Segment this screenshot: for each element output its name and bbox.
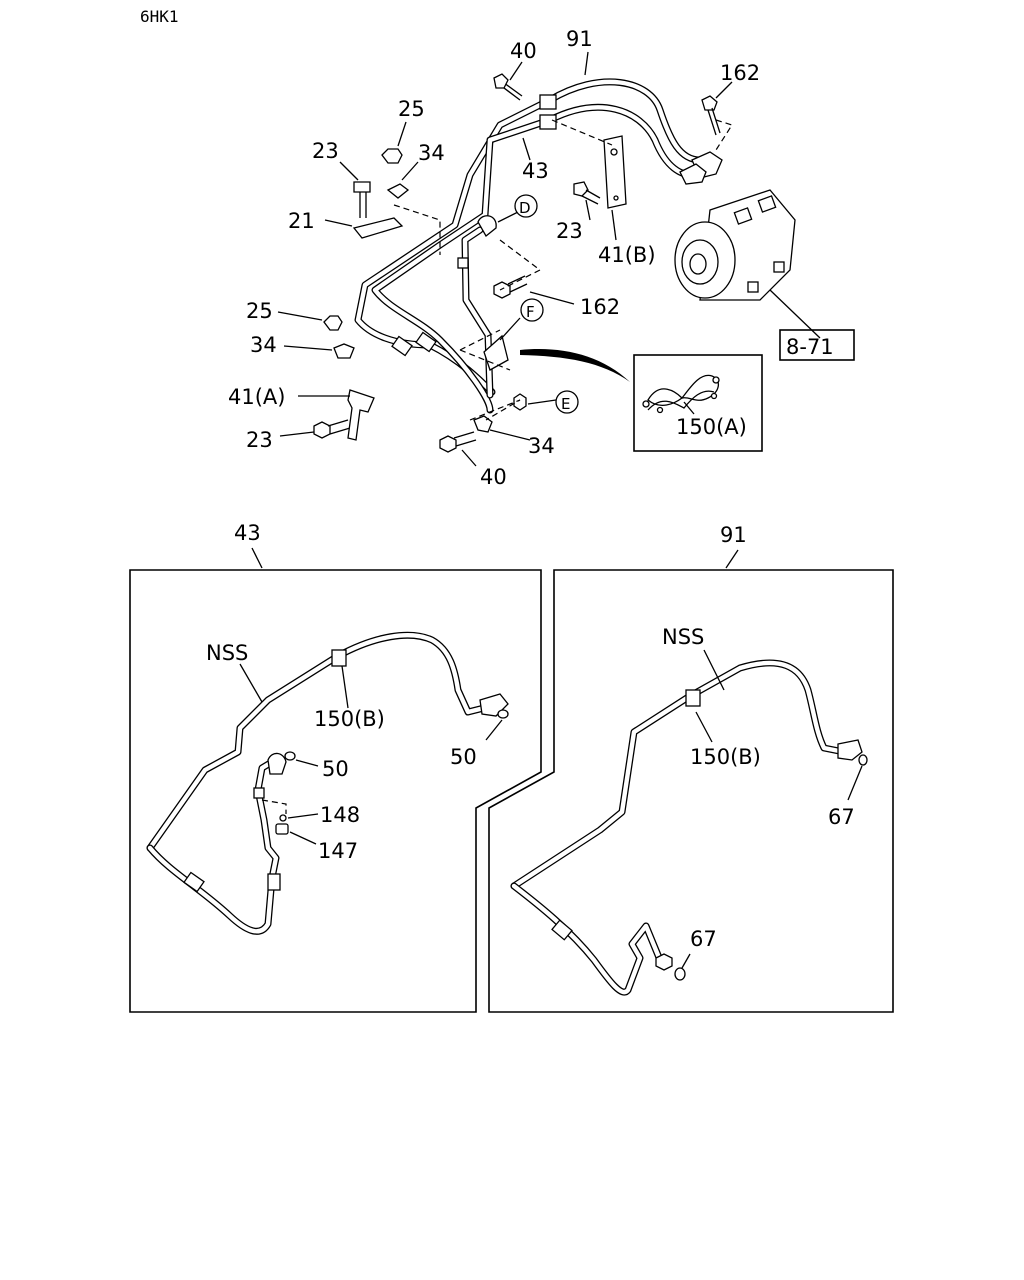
hose-joint xyxy=(457,257,469,269)
callout-162-top: 162 xyxy=(720,61,760,85)
label-50-left: 50 xyxy=(322,757,349,781)
nut-25-lower xyxy=(323,315,343,331)
bolt-162-top xyxy=(701,95,721,136)
callout-41a: 41(A) xyxy=(228,385,285,409)
callout-25-lower: 25 xyxy=(246,299,273,323)
inset-label: 150(A) xyxy=(676,415,747,439)
bolt-23-lower xyxy=(313,419,351,439)
circle-f xyxy=(520,298,544,322)
nut-25-top xyxy=(381,148,403,164)
o-ring-50-left xyxy=(284,751,296,761)
callout-25-top: 25 xyxy=(398,97,425,121)
bolt-23-left xyxy=(353,181,371,218)
callout-23-left: 23 xyxy=(312,139,339,163)
hose-bundle xyxy=(354,78,704,414)
bolt-40-lower xyxy=(439,431,477,453)
inset-pointer-arrow xyxy=(520,349,630,382)
clip-34-left xyxy=(333,343,355,359)
label-67-upper: 67 xyxy=(828,805,855,829)
ref-box-label: 8-71 xyxy=(786,335,834,359)
label-nss-91: NSS xyxy=(662,625,704,649)
clip-34-lower xyxy=(473,415,493,433)
fitting-upper-91 xyxy=(837,739,863,761)
callout-34-left: 34 xyxy=(250,333,277,357)
circle-e xyxy=(555,390,579,414)
label-50-right: 50 xyxy=(450,745,477,769)
clip-34-top xyxy=(386,183,410,199)
panel-91-title: 91 xyxy=(720,523,747,547)
overview-assembly: 40 91 162 25 34 23 43 21 D 23 41(B) 162 … xyxy=(228,27,855,489)
callout-162-mid: 162 xyxy=(580,295,620,319)
panel-43: 43 NSS 150(B) 50 50 148 147 xyxy=(129,521,542,1013)
ref-box xyxy=(779,329,855,361)
inset-box xyxy=(633,354,763,452)
fitting-lower-91 xyxy=(655,953,673,971)
label-150b-91: 150(B) xyxy=(690,745,761,769)
callout-21: 21 xyxy=(288,209,315,233)
label-67-lower: 67 xyxy=(690,927,717,951)
panel-43-title: 43 xyxy=(234,521,261,545)
panel-91: 91 NSS 150(B) 67 67 xyxy=(488,523,894,1013)
callout-40-top: 40 xyxy=(510,39,537,63)
label-e: E xyxy=(561,395,570,413)
clamp-upper xyxy=(539,94,557,110)
clamp-150b-43 xyxy=(331,649,347,667)
callout-43: 43 xyxy=(522,159,549,183)
callout-40-lower: 40 xyxy=(480,465,507,489)
hose-fitting-d xyxy=(477,215,497,237)
callout-41b: 41(B) xyxy=(598,243,656,267)
cap-147 xyxy=(275,823,289,835)
callout-34-top: 34 xyxy=(418,141,445,165)
ac-compressor xyxy=(674,151,796,301)
callout-34-lower: 34 xyxy=(528,434,555,458)
label-147: 147 xyxy=(318,839,358,863)
callout-23-lower: 23 xyxy=(246,428,273,452)
o-ring-148 xyxy=(279,814,287,822)
nut-e xyxy=(513,393,527,411)
label-nss-43: NSS xyxy=(206,641,248,665)
clamp-lower xyxy=(539,114,557,130)
bracket-41b xyxy=(603,135,627,209)
fitting-lower-43 xyxy=(267,752,287,775)
label-148: 148 xyxy=(320,803,360,827)
callout-23-mid: 23 xyxy=(556,219,583,243)
callout-91: 91 xyxy=(566,27,593,51)
panel-43-frame xyxy=(129,569,542,1013)
circle-d xyxy=(514,194,538,218)
bracket-21 xyxy=(352,217,404,239)
bolt-162-mid xyxy=(493,275,528,299)
bracket-41a xyxy=(347,389,375,441)
label-f: F xyxy=(526,303,535,321)
o-ring-50-right xyxy=(497,709,509,719)
o-ring-67-lower xyxy=(674,967,686,981)
model-code: 6HK1 xyxy=(140,7,179,26)
bolt-40-top xyxy=(493,73,523,101)
o-ring-67-upper xyxy=(858,754,868,766)
bolt-23-mid xyxy=(573,181,601,205)
clamp-150b-91 xyxy=(685,689,701,707)
panel-91-frame xyxy=(488,569,894,1013)
clamp-150a-part xyxy=(642,374,720,415)
label-d: D xyxy=(519,199,531,217)
label-150b-43: 150(B) xyxy=(314,707,385,731)
